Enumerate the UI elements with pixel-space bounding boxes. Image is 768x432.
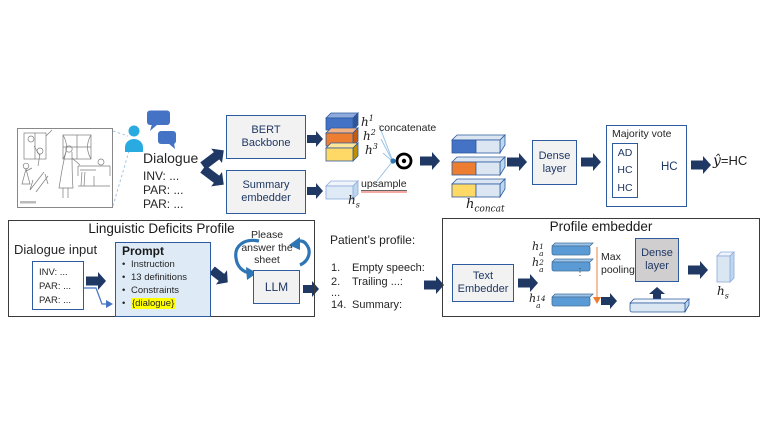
arrow-profile-to-embedder [424, 276, 444, 294]
profile-dense-layer-box: Dense layer [635, 238, 679, 282]
profile-answer-embeddings [551, 242, 594, 307]
profile-item-text: Empty speech: [352, 262, 425, 274]
arrow-dense-to-majority [581, 153, 601, 171]
profile-hs-label: hs [717, 284, 729, 301]
majority-vote-title: Majority vote [612, 128, 672, 140]
hconcat-label: hconcat [466, 197, 505, 215]
profile-item-text: Trailing ...: [352, 276, 403, 288]
prompt-box: Prompt •Instruction •13 definitions •Con… [115, 242, 211, 317]
summary-embedder-box: Summary embedder [226, 170, 306, 214]
input-line: PAR: ... [39, 281, 72, 292]
prompt-bullet: 13 definitions [131, 272, 187, 283]
deficits-profile-title: Linguistic Deficits Profile [88, 221, 235, 236]
vdots-label: ⋮ [575, 267, 585, 278]
profile-embedder-title: Profile embedder [549, 219, 653, 234]
vote-item: HC [617, 164, 633, 177]
concatenated-vectors [451, 134, 506, 199]
odot-operator-icon [395, 152, 413, 170]
arrow-dialogue-to-summary [197, 161, 230, 192]
llm-box: LLM [253, 270, 300, 304]
max-pooling-label: Max pooling [601, 251, 635, 276]
input-line: PAR: ... [39, 295, 72, 306]
dense-layer-box: Dense layer [532, 140, 577, 185]
pooled-vector-bar [629, 298, 690, 314]
speech-bubbles-icon [147, 110, 176, 149]
dialogue-input-box: INV: ... PAR: ... PAR: ... [32, 261, 84, 310]
callout-dashed-lines [112, 130, 130, 207]
dialogue-connector-line [72, 287, 113, 308]
prompt-bullet: Constraints [131, 285, 180, 296]
profile-embedder-box [442, 218, 760, 317]
vote-item: AD [617, 146, 633, 159]
vote-item: HC [617, 182, 633, 195]
h1-label: h1 [361, 114, 374, 129]
dialogue-label: Dialogue [143, 150, 199, 166]
max-pooling-arrow [593, 247, 601, 304]
arrow-dot-to-concat [420, 152, 440, 170]
majority-vote-box: Majority vote AD HC HC HC [606, 125, 687, 207]
arrow-bert-to-embeddings [307, 131, 323, 147]
bert-backbone-box: BERT Backbone [226, 115, 306, 159]
cookie-theft-picture [17, 128, 113, 208]
merge-dot [390, 158, 396, 164]
prediction-label: ŷ=HC [713, 153, 748, 169]
person-icon [125, 125, 143, 152]
llm-loop-text: Please answer the sheet [241, 229, 293, 266]
profile-item-num: 14. [331, 299, 347, 311]
patients-profile-title: Patient’s profile: [330, 233, 416, 247]
arrow-summary-to-hs [307, 183, 323, 199]
upsample-label: upsample [361, 178, 407, 191]
prompt-bullet-dialogue: {dialogue} [131, 298, 176, 309]
profile-hs-cube [716, 251, 735, 283]
arrow-dialogue-to-bert [197, 143, 230, 174]
vote-list: AD HC HC [612, 143, 638, 198]
loop-arrows-icon [234, 237, 311, 280]
profile-item-num: 1. [331, 262, 341, 274]
profile-item-text: Summary: [352, 299, 403, 311]
prompt-bullet: Instruction [131, 259, 175, 270]
profile-item-num: ... [331, 287, 341, 299]
dialogue-line: INV: ... [143, 169, 180, 183]
dialogue-input-label: Dialogue input [14, 242, 98, 257]
prompt-title: Prompt [122, 244, 164, 258]
profile-item-num: 2. [331, 276, 341, 288]
input-line: INV: ... [39, 267, 68, 278]
vote-result: HC [661, 161, 678, 173]
arrow-majority-to-prediction [691, 156, 711, 174]
arrow-concat-to-dense [507, 153, 527, 171]
summary-embedding-cube [325, 180, 359, 200]
h3-label: h3 [365, 142, 378, 157]
dialogue-line: PAR: ... [143, 183, 184, 197]
h2-label: h2 [363, 128, 376, 143]
text-embedder-box: Text Embedder [452, 264, 514, 302]
dialogue-line: PAR: ... [143, 197, 184, 211]
concatenate-lines [372, 124, 393, 187]
concatenate-label: concatenate [379, 122, 437, 134]
hs-label: hs [348, 193, 360, 210]
bert-output-embeddings [325, 112, 359, 162]
